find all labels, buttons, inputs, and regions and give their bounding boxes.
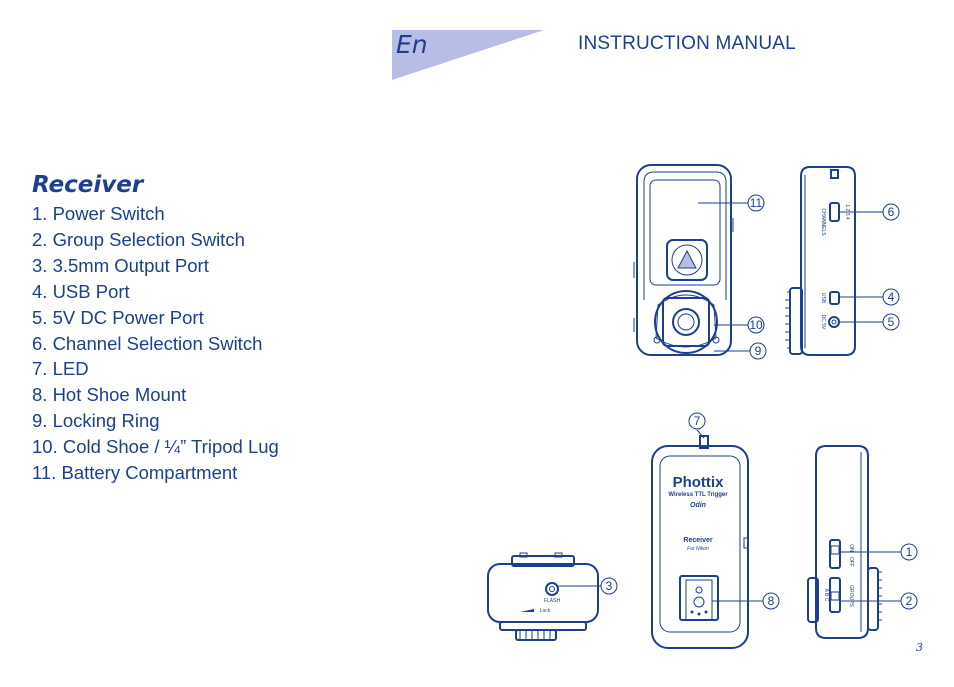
part-item: 2. Group Selection Switch (32, 228, 245, 250)
lock-arrow-icon (520, 609, 534, 612)
groups-label: GROUPS (848, 585, 854, 607)
off-label: OFF (848, 557, 854, 567)
svg-text:7: 7 (694, 414, 701, 428)
usb-port (829, 291, 840, 305)
led (699, 435, 709, 449)
group-letters: A B C (823, 589, 829, 602)
callout-4: 4 (882, 288, 900, 306)
channels-label: CHANNELS (820, 208, 826, 236)
channel-switch (829, 202, 840, 222)
parts-list: 1. Power Switch 2. Group Selection Switc… (32, 201, 279, 486)
svg-text:8: 8 (768, 594, 775, 608)
receiver-side-view: CHANNELS 1 2 3 4 USB DC 5V (785, 166, 856, 356)
tripod-lug (672, 308, 700, 336)
device-mode: Receiver (683, 537, 712, 544)
part-item: 8. Hot Shoe Mount (32, 384, 187, 406)
svg-text:11: 11 (750, 196, 763, 210)
receiver-side-view-2: ON OFF GROUPS A B C (807, 445, 882, 639)
brand-logo: Phottix (673, 474, 724, 491)
lock-label: Lock (540, 608, 551, 614)
device-subtitle: Wireless TTL Trigger (668, 492, 728, 498)
callout-6: 6 (882, 203, 900, 221)
svg-text:10: 10 (749, 318, 763, 332)
part-item: 3. 3.5mm Output Port (32, 254, 209, 276)
part-item: 11. Battery Compartment (32, 462, 238, 484)
callout-8: 8 (762, 592, 780, 610)
dc-port (828, 316, 840, 328)
page-number: 3 (916, 641, 923, 654)
device-model: Odin (690, 502, 706, 509)
svg-text:2: 2 (906, 594, 913, 608)
hot-shoe-side-2 (867, 567, 879, 631)
receiver-back-view (633, 164, 734, 356)
usb-label: USB (820, 293, 826, 304)
manual-title: INSTRUCTION MANUAL (578, 33, 796, 54)
part-item: 10. Cold Shoe / ¼” Tripod Lug (32, 436, 279, 458)
leader-lines (558, 202, 901, 602)
callout-9: 9 (749, 342, 767, 360)
svg-text:9: 9 (755, 344, 762, 358)
callout-1: 1 (900, 543, 918, 561)
svg-text:6: 6 (888, 205, 895, 219)
device-for-label: For Nikon (687, 546, 709, 552)
callout-7: 7 (688, 412, 706, 430)
language-code: En (396, 30, 428, 59)
svg-text:4: 4 (888, 290, 895, 304)
svg-text:5: 5 (888, 315, 895, 329)
svg-text:3: 3 (606, 579, 613, 593)
callout-11: 11 (747, 194, 765, 212)
callout-10: 10 (747, 316, 765, 334)
flash-label: FLASH (544, 598, 561, 604)
part-item: 9. Locking Ring (32, 410, 160, 432)
on-label: ON (848, 544, 854, 552)
section-title: Receiver (32, 172, 144, 198)
flash-output-port (545, 582, 559, 596)
callout-2: 2 (900, 592, 918, 610)
power-switch (829, 539, 841, 569)
battery-arrow-icon (677, 249, 697, 269)
part-item: 5. 5V DC Power Port (32, 306, 204, 328)
group-switch (829, 577, 841, 613)
locking-ring (654, 290, 718, 354)
callout-3: 3 (600, 577, 618, 595)
receiver-front-view: Phottix Wireless TTL Trigger Odin Receiv… (651, 435, 749, 649)
part-item: 4. USB Port (32, 280, 130, 302)
receiver-top-view: FLASH Lock (487, 552, 599, 641)
hot-shoe-side (789, 287, 803, 355)
callout-5: 5 (882, 313, 900, 331)
part-item: 1. Power Switch (32, 203, 165, 224)
speaker-grille (666, 239, 708, 281)
cold-shoe (662, 297, 710, 347)
part-item: 6. Channel Selection Switch (32, 332, 263, 354)
svg-text:1: 1 (906, 545, 913, 559)
dc-label: DC 5V (820, 315, 826, 330)
part-item: 7. LED (32, 358, 89, 380)
language-tab (392, 30, 544, 80)
